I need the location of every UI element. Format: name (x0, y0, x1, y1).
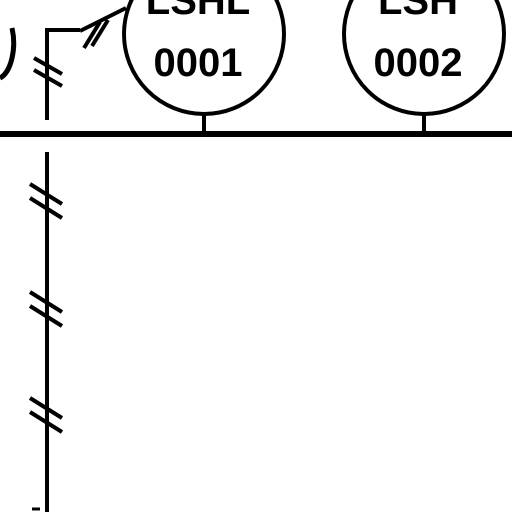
diagonal-hash-marks (82, 18, 110, 50)
lower-vertical-hash-marks (28, 182, 64, 434)
upper-vertical-hash-marks (33, 56, 63, 88)
instrument-bubble-2: LSH 0002 (342, 0, 506, 134)
instrument-bubble-1: LSHL 0001 (122, 0, 286, 134)
instrument-bubble-2-tag-number: 0002 (374, 41, 463, 85)
diagonal-signal-line (79, 6, 127, 33)
instrument-bubble-1-tag-top: LSHL (146, 0, 250, 23)
instrument-bubble-2-tag-top: LSH (378, 0, 458, 23)
instrument-bubble-1-tag-number: 0001 (154, 41, 243, 85)
partial-instrument-bubble (0, 27, 17, 81)
